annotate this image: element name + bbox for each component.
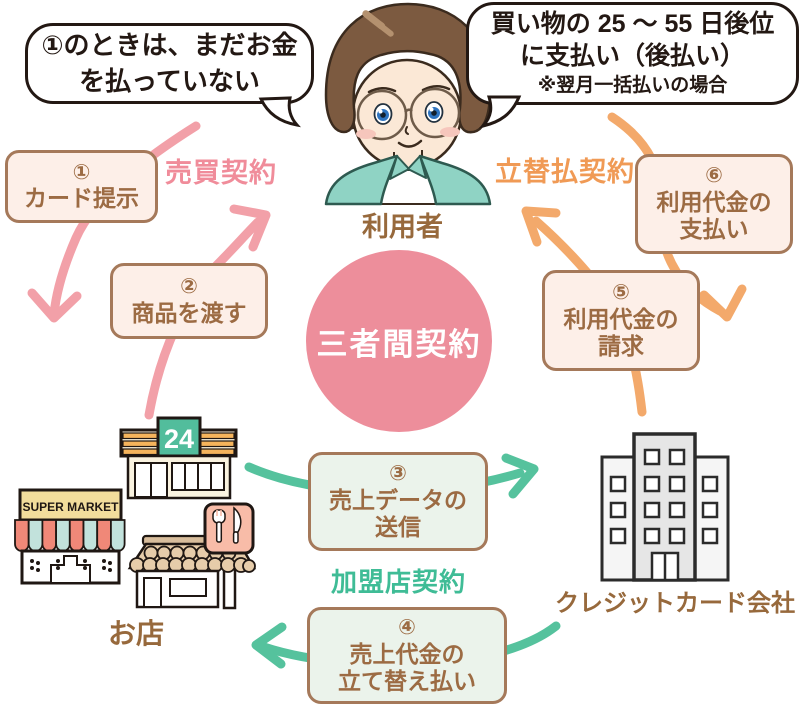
convenience-store-icon: 24 xyxy=(119,416,238,500)
speech-bubble-left: ①のときは、まだお金 を払っていない xyxy=(25,23,314,104)
step-box-4-advance-payment: ④ 売上代金の 立て替え払い xyxy=(307,607,507,704)
arrow-1-head xyxy=(27,288,82,323)
step-5-text-line1: 利用代金の xyxy=(563,305,679,332)
bubble-right-line1: 買い物の 25 ～ 55 日後位 xyxy=(490,10,775,39)
step-box-1-card-presentation: ① カード提示 xyxy=(5,150,158,223)
shop-label: お店 xyxy=(108,618,165,649)
bubble-left-line1: ①のときは、まだお金 xyxy=(41,30,298,61)
step-1-text: カード提示 xyxy=(24,185,139,212)
merchant-contract-label: 加盟店契約 xyxy=(331,567,467,597)
step-box-3-sales-data: ③ 売上データの 送信 xyxy=(308,452,488,551)
avatar-shirt-left xyxy=(324,154,399,206)
card-company-label: クレジットカード会社 xyxy=(555,590,795,617)
arrow-6-head xyxy=(699,284,747,322)
shop-illustration: 24 SUPER MARKET xyxy=(14,416,257,610)
step-4-number: ④ xyxy=(398,615,416,639)
fork-knife-icon xyxy=(212,506,242,544)
sale-contract-label: 売買契約 xyxy=(165,158,277,188)
bubble-right-line2: に支払い（後払い） xyxy=(519,41,745,70)
step-1-number: ① xyxy=(72,160,91,184)
step-3-text-line2: 送信 xyxy=(375,513,421,540)
step-6-number: ⑥ xyxy=(705,164,723,188)
supermarket-icon: SUPER MARKET xyxy=(14,488,126,585)
step-2-text: 商品を渡す xyxy=(131,299,247,326)
arrow-4-head xyxy=(251,622,287,669)
step-4-text-line1: 売上代金の xyxy=(349,640,465,667)
avatar-shirt-right xyxy=(418,154,492,206)
step-5-text-line2: 請求 xyxy=(598,332,644,359)
convenience-sign-text: 24 xyxy=(164,424,194,454)
card-company-building-icon xyxy=(600,432,730,582)
arrow-5-head xyxy=(521,206,561,247)
step-3-text-line1: 売上データの xyxy=(329,486,467,513)
arrow-2-head xyxy=(229,204,271,252)
step-box-5-billing: ⑤ 利用代金の 請求 xyxy=(542,270,700,371)
avatar-glasses xyxy=(356,87,461,141)
supermarket-sign-text: SUPER MARKET xyxy=(22,500,119,514)
user-label: 利用者 xyxy=(362,212,443,242)
step-box-2-goods-handover: ② 商品を渡す xyxy=(110,263,268,339)
bubble-right-note: ※翌月一括払いの場合 xyxy=(537,74,728,96)
step-box-6-user-payment: ⑥ 利用代金の 支払い xyxy=(635,154,793,254)
step-2-number: ② xyxy=(180,275,198,299)
step-4-text-line2: 立て替え払い xyxy=(338,667,476,694)
arrow-3-head xyxy=(501,453,539,499)
step-6-text-line2: 支払い xyxy=(679,216,749,243)
step-6-text-line1: 利用代金の xyxy=(656,189,772,216)
bubble-left-line2: を払っていない xyxy=(79,65,260,96)
step-3-number: ③ xyxy=(389,461,407,485)
advance-payment-contract-label: 立替払契約 xyxy=(495,157,635,187)
speech-bubble-right: 買い物の 25 ～ 55 日後位 に支払い（後払い） ※翌月一括払いの場合 xyxy=(466,2,799,105)
avatar-eyes xyxy=(373,101,444,125)
three-party-contract-label: 三者間契約 xyxy=(316,326,482,362)
step-5-number: ⑤ xyxy=(612,280,630,304)
restaurant-icon xyxy=(127,502,257,610)
three-party-contract-circle: 三者間契約 xyxy=(306,250,492,432)
